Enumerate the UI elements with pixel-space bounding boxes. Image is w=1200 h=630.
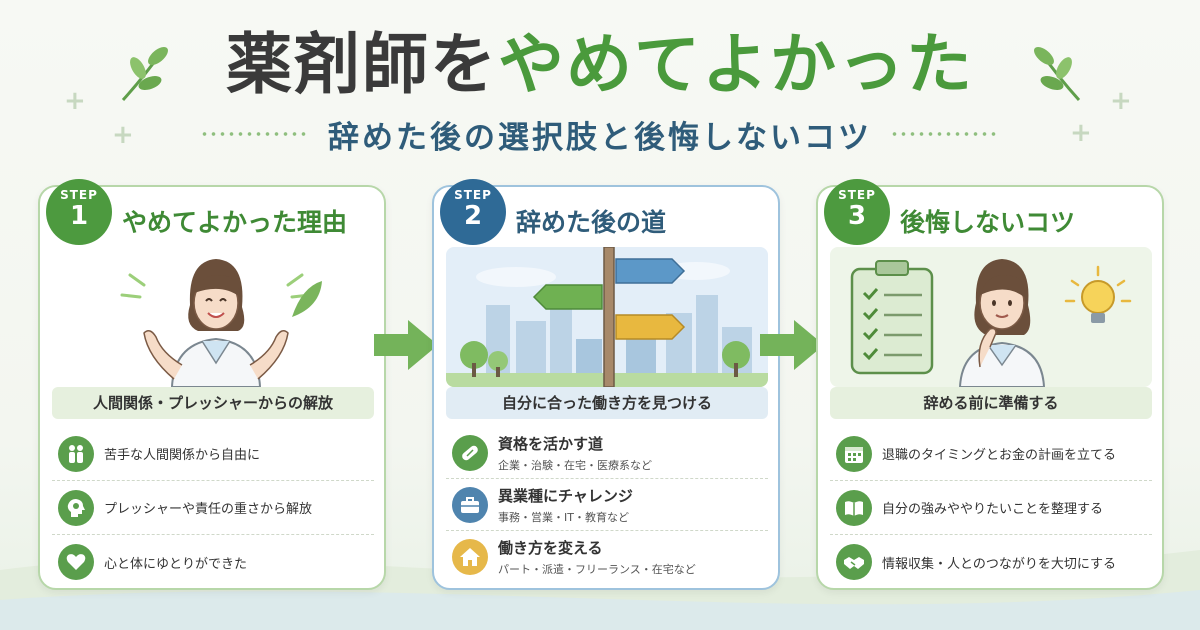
step-label: STEP (454, 188, 492, 202)
arrow-right-icon (374, 320, 438, 370)
signpost-city-illustration (446, 247, 768, 387)
step-title: 後悔しないコツ (900, 208, 1076, 237)
list-item: 心と体にゆとりができた (52, 535, 374, 589)
heart-icon (58, 544, 94, 580)
item-text: 心と体にゆとりができた (104, 556, 248, 572)
item-text: プレッシャーや責任の重さから解放 (104, 502, 313, 517)
plus-decoration-icon: + (1070, 118, 1092, 148)
item-subtext: 企業・治験・在宅・医療系など (498, 458, 652, 472)
step-label: STEP (60, 188, 98, 202)
leaf-sprig-icon (1034, 47, 1081, 102)
step-banner: 人間関係・プレッシャーからの解放 (52, 387, 374, 419)
step-number: 2 (463, 201, 483, 231)
arrow-right-icon (760, 320, 824, 370)
step-item-list: 苦手な人間関係から自由に プレッシャーや責任の重さから解放 心と体にゆとりができ… (52, 427, 374, 589)
plus-decoration-icon: + (112, 120, 134, 150)
step-title: 辞めた後の道 (516, 208, 667, 237)
step-item-list: 退職のタイミングとお金の計画を立てる 自分の強みややりたいことを整理する 情報収… (830, 427, 1152, 589)
item-text: 自分の強みややりたいことを整理する (882, 502, 1104, 517)
item-title: 異業種にチャレンジ (498, 486, 633, 505)
subtitle-row: 辞めた後の選択肢と後悔しないコツ (0, 112, 1200, 156)
step-card-1: STEP 1 やめてよかった理由 人間関係・プレッシャーからの解放 苦手な人間関… (38, 179, 386, 590)
step-number: 3 (847, 201, 867, 231)
step-badge: STEP 2 (440, 179, 506, 245)
step-badge: STEP 1 (46, 179, 112, 245)
thinking-pharmacist-illustration (830, 247, 1152, 387)
page-title: 薬剤師をやめてよかった (0, 20, 1200, 110)
calendar-icon (836, 435, 872, 472)
item-text-block: 資格を活かす道 企業・治験・在宅・医療系など (498, 433, 652, 473)
item-text: 退職のタイミングとお金の計画を立てる (882, 448, 1117, 463)
book-icon (836, 489, 872, 526)
happy-pharmacist-illustration (120, 259, 322, 387)
dotted-divider (200, 132, 310, 136)
list-item: 情報収集・人とのつながりを大切にする (830, 535, 1152, 589)
list-item: 自分の強みややりたいことを整理する (830, 481, 1152, 535)
list-item: 退職のタイミングとお金の計画を立てる (830, 427, 1152, 481)
step-banner: 自分に合った働き方を見つける (446, 387, 768, 419)
step-card-3: STEP 3 後悔しないコツ 辞める前に準備する 退職のタイミングとお (816, 179, 1164, 590)
step-number: 1 (69, 201, 89, 231)
briefcase-icon (452, 486, 488, 523)
list-item: 資格を活かす道 企業・治験・在宅・医療系など (446, 427, 768, 479)
item-text-block: 異業種にチャレンジ 事務・営業・IT・教育など (498, 485, 633, 525)
step-title: やめてよかった理由 (122, 208, 348, 237)
item-text: 情報収集・人とのつながりを大切にする (882, 556, 1117, 572)
list-item: 苦手な人間関係から自由に (52, 427, 374, 481)
step-banner: 辞める前に準備する (830, 387, 1152, 419)
item-subtext: パート・派遣・フリーランス・在宅など (498, 563, 696, 576)
dotted-divider (890, 132, 1000, 136)
item-title: 働き方を変える (498, 539, 603, 557)
plus-decoration-icon: + (1110, 86, 1132, 116)
title-part-dark: 薬剤師を (226, 26, 498, 103)
title-part-green: やめてよかった (498, 26, 974, 103)
people-icon (58, 435, 94, 472)
head-lightbulb-icon (58, 489, 94, 526)
list-item: プレッシャーや責任の重さから解放 (52, 481, 374, 535)
item-text-block: 働き方を変える パート・派遣・フリーランス・在宅など (498, 537, 696, 577)
step-label: STEP (838, 188, 876, 202)
list-item: 働き方を変える パート・派遣・フリーランス・在宅など (446, 531, 768, 583)
item-subtext: 事務・営業・IT・教育など (498, 510, 629, 524)
list-item: 異業種にチャレンジ 事務・営業・IT・教育など (446, 479, 768, 531)
leaf-sprig-icon (121, 47, 168, 102)
step-item-list: 資格を活かす道 企業・治験・在宅・医療系など 異業種にチャレンジ 事務・営業・I… (446, 427, 768, 583)
step-card-2: STEP 2 辞めた後の道 自分に合った働き方を見つける 資格を活かす道 企 (432, 179, 780, 590)
handshake-icon (836, 544, 872, 580)
house-icon (452, 539, 488, 575)
item-title: 資格を活かす道 (498, 434, 604, 453)
subtitle: 辞めた後の選択肢と後悔しないコツ (328, 119, 872, 156)
step-badge: STEP 3 (824, 179, 890, 245)
item-text: 苦手な人間関係から自由に (104, 448, 261, 463)
pill-icon (452, 434, 488, 471)
plus-decoration-icon: + (64, 86, 86, 116)
